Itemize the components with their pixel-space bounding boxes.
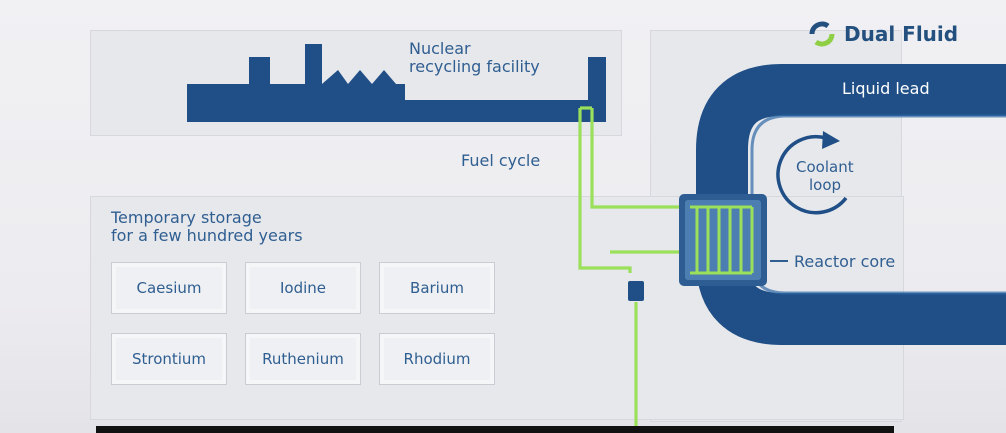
element-box-iodine: Iodine	[245, 262, 361, 314]
fuel-line-inner	[590, 108, 690, 209]
element-box-strontium: Strontium	[111, 333, 227, 385]
fuel-cycle-lines	[578, 106, 690, 433]
dual-fluid-logo-icon	[809, 21, 835, 47]
storage-title-line1: Temporary storage	[111, 208, 262, 227]
reactor-core-label: Reactor core	[794, 252, 896, 271]
facility-label-line2: recycling facility	[409, 57, 540, 76]
brand-name: Dual Fluid	[844, 22, 959, 46]
coolant-loop-label-line2: loop	[809, 176, 842, 194]
coolant-loop-label-line1: Coolant	[796, 158, 854, 176]
fuel-cycle-label: Fuel cycle	[461, 151, 541, 170]
brand-logo: Dual Fluid	[806, 20, 958, 48]
reactor-core-tubes	[690, 205, 754, 275]
fuel-line-outer	[578, 108, 632, 273]
coolant-loop-arrow-icon	[776, 134, 848, 215]
element-box-barium: Barium	[379, 262, 495, 314]
recycling-facility-icon	[187, 44, 606, 122]
element-box-ruthenium: Ruthenium	[245, 333, 361, 385]
caption-bar	[96, 426, 894, 433]
liquid-lead-label: Liquid lead	[842, 79, 930, 98]
storage-title-line2: for a few hundred years	[111, 226, 303, 245]
element-box-rhodium: Rhodium	[379, 333, 495, 385]
fuel-valve	[628, 281, 644, 301]
facility-label-line1: Nuclear	[409, 39, 471, 58]
element-box-caesium: Caesium	[111, 262, 227, 314]
